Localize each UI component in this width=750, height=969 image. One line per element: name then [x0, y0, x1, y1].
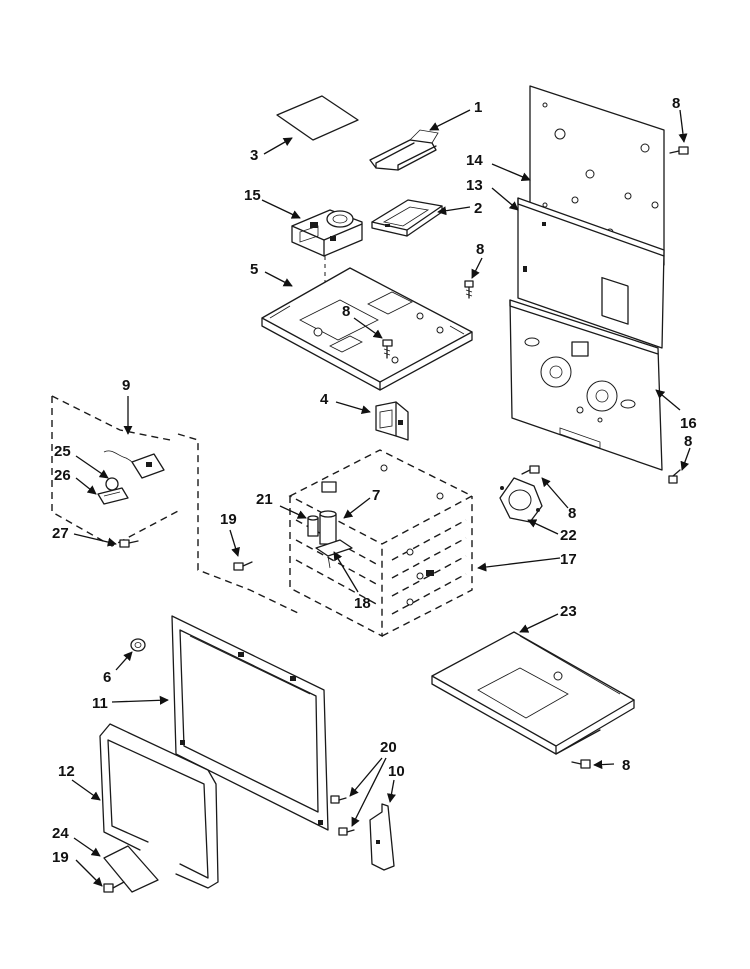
part-1-vent-trim — [369, 129, 439, 171]
callout-3: 3 — [250, 147, 258, 164]
part-11-front-frame — [171, 615, 329, 831]
callout-8c: 8 — [342, 303, 350, 320]
callout-17: 17 — [560, 551, 577, 568]
callout-8f: 8 — [622, 757, 630, 774]
callout-22: 22 — [560, 527, 577, 544]
callout-5: 5 — [250, 261, 258, 278]
part-21-sensor — [307, 515, 319, 537]
part-24-trim-strip — [103, 845, 159, 893]
callout-8b: 8 — [476, 241, 484, 258]
part-22-gasket — [499, 477, 543, 523]
callout-18: 18 — [354, 595, 371, 612]
part-3-insulation-pad — [276, 95, 359, 141]
screw-icon — [668, 469, 681, 484]
callout-14: 14 — [466, 152, 483, 169]
part-6-grommet — [130, 638, 146, 652]
part-5-top-mounting-plate — [261, 267, 473, 391]
screw-icon — [119, 539, 139, 548]
screw-icon — [521, 465, 540, 475]
leader-lines — [71, 109, 691, 887]
callout-labels: 1 2 3 4 5 6 7 8 8 8 8 8 8 9 10 11 12 13 … — [52, 95, 697, 866]
callout-11: 11 — [92, 695, 108, 712]
part-23-bottom-tray — [431, 631, 635, 755]
callout-1: 1 — [474, 99, 482, 116]
screw-icon — [233, 561, 253, 571]
callout-8e: 8 — [568, 505, 576, 522]
callout-25: 25 — [54, 443, 71, 460]
part-18-bracket — [315, 539, 353, 569]
callout-2: 2 — [474, 200, 482, 217]
part-16-rear-shield — [509, 299, 663, 471]
callout-15: 15 — [244, 187, 261, 204]
screw-icon — [464, 280, 474, 299]
callout-4: 4 — [320, 391, 329, 408]
part-7-element — [319, 510, 337, 545]
callout-8a: 8 — [672, 95, 680, 112]
callout-10: 10 — [388, 763, 405, 780]
callout-19a: 19 — [220, 511, 237, 528]
part-15-blower-assembly — [291, 209, 363, 330]
callout-7: 7 — [372, 487, 380, 504]
callout-23: 23 — [560, 603, 577, 620]
callout-27: 27 — [52, 525, 69, 542]
callout-9: 9 — [122, 377, 130, 394]
callout-13: 13 — [466, 177, 483, 194]
part-4-bracket — [375, 401, 409, 441]
screw-icon — [103, 881, 125, 893]
callout-19b: 19 — [52, 849, 69, 866]
callout-16: 16 — [680, 415, 697, 432]
screw-icon — [330, 795, 347, 804]
screw-icon — [669, 146, 689, 155]
part-17-oven-cavity — [288, 449, 474, 638]
part-2-vent-tray — [371, 199, 443, 237]
part-10-hinge-bracket — [369, 803, 395, 871]
screw-icon — [382, 339, 393, 359]
callout-26: 26 — [54, 467, 71, 484]
part-25-light-socket — [103, 450, 165, 491]
callout-20: 20 — [380, 739, 397, 756]
part-9-wiring-group — [51, 395, 301, 615]
part-26-lens — [97, 487, 129, 505]
callout-6: 6 — [103, 669, 111, 686]
screw-icon — [338, 827, 355, 836]
callout-21: 21 — [256, 491, 273, 508]
callout-12: 12 — [58, 763, 75, 780]
callout-8d: 8 — [684, 433, 692, 450]
part-12-door-gasket — [99, 723, 219, 889]
screw-icon — [571, 759, 591, 769]
callout-24: 24 — [52, 825, 69, 842]
